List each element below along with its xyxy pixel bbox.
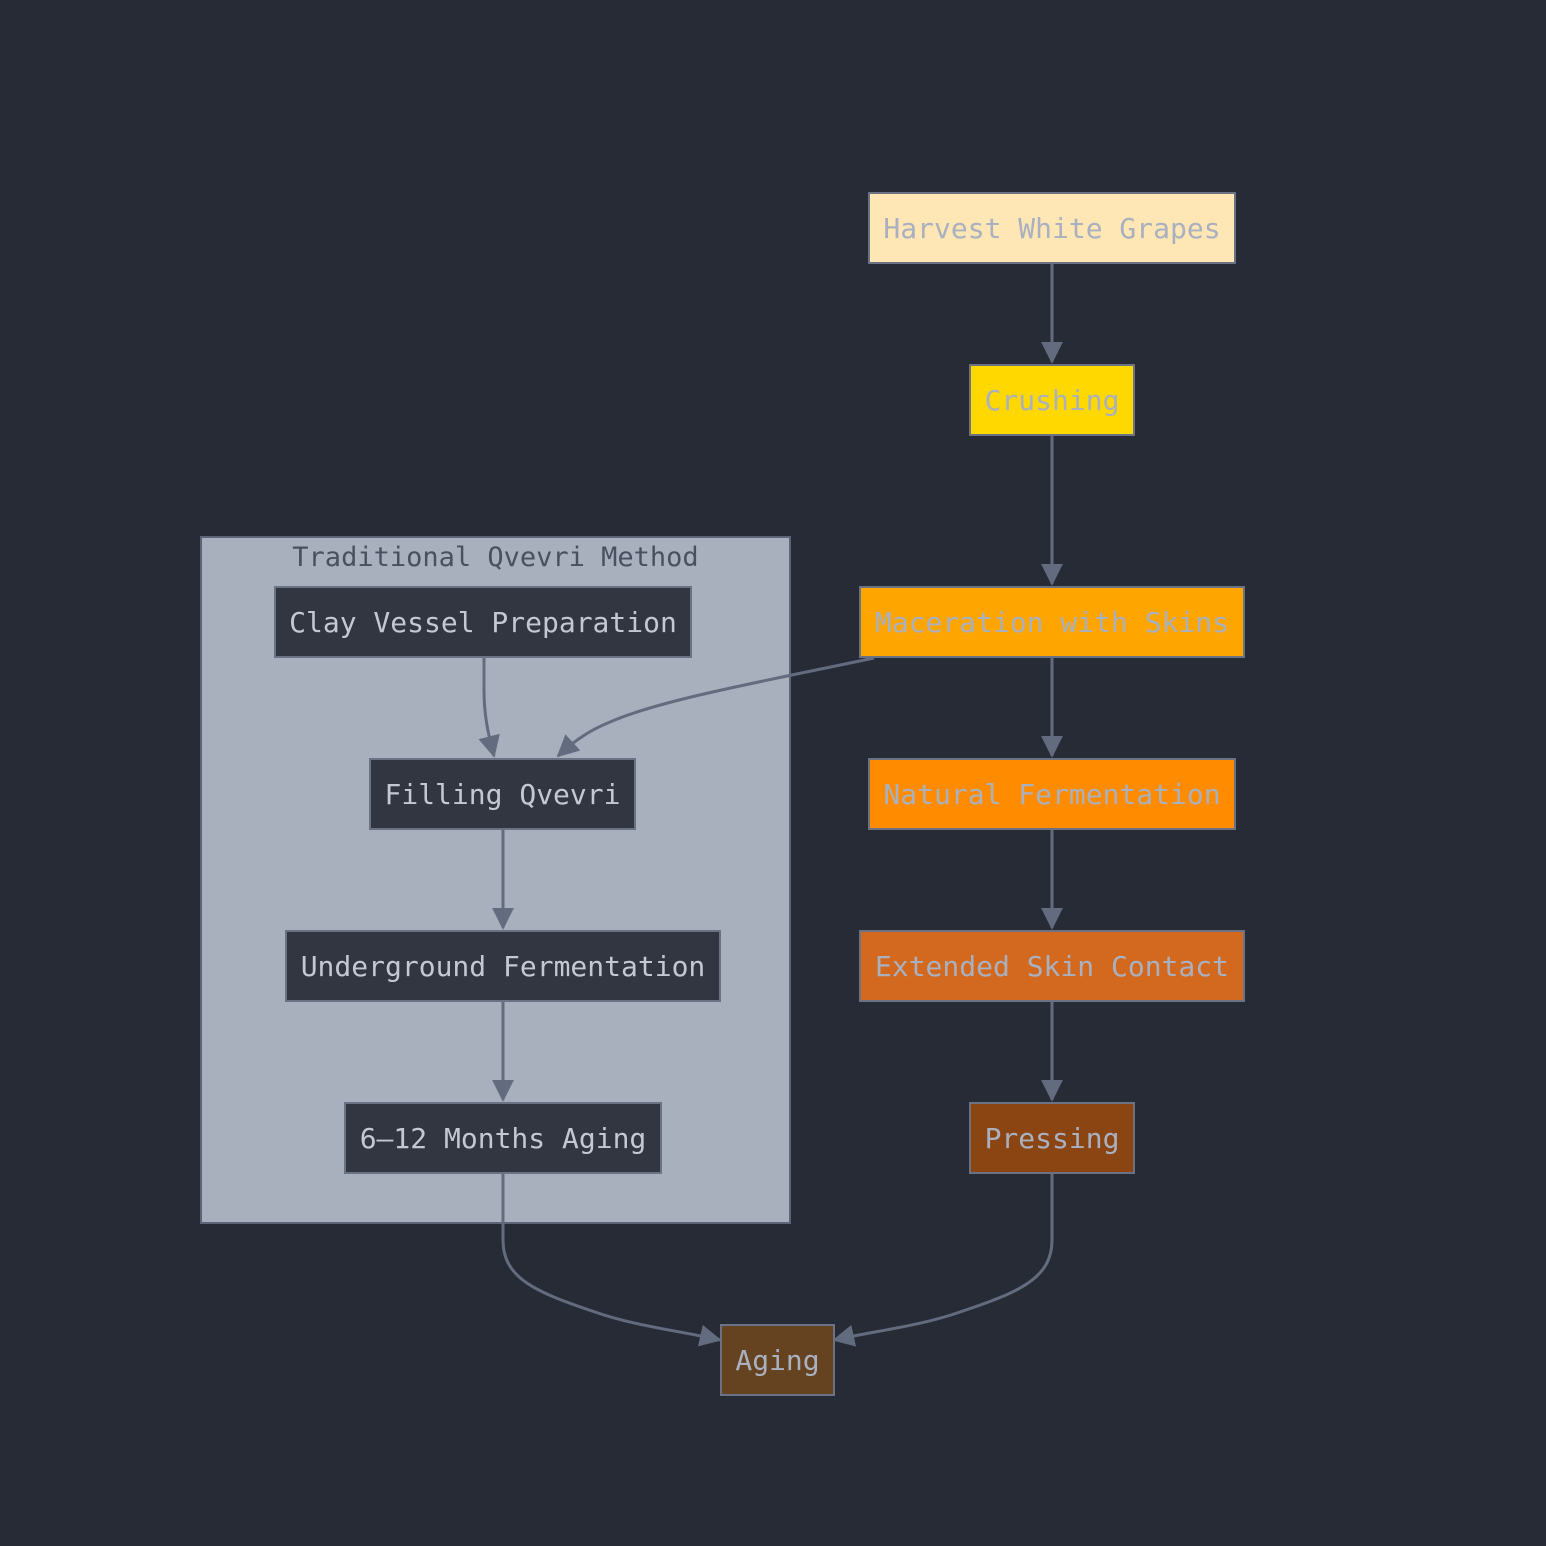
node-underground-fermentation[interactable]: Underground Fermentation: [285, 930, 721, 1002]
edge-months-aging-to-aging: [501, 1174, 722, 1347]
node-label: Pressing: [984, 1121, 1120, 1155]
node-label: Clay Vessel Preparation: [289, 605, 677, 639]
edge-maceration-to-filling-qvevri: [556, 656, 875, 758]
edge-pressing-to-aging: [832, 1174, 1054, 1347]
node-extended-skin-contact[interactable]: Extended Skin Contact: [859, 930, 1245, 1002]
node-aging[interactable]: Aging: [720, 1324, 835, 1396]
node-6-12-months-aging[interactable]: 6–12 Months Aging: [344, 1102, 662, 1174]
node-clay-vessel-preparation[interactable]: Clay Vessel Preparation: [274, 586, 692, 658]
node-label: Underground Fermentation: [300, 949, 706, 983]
node-label: Filling Qvevri: [384, 777, 621, 811]
node-label: Aging: [735, 1343, 820, 1377]
node-pressing[interactable]: Pressing: [969, 1102, 1135, 1174]
node-maceration-with-skins[interactable]: Maceration with Skins: [859, 586, 1245, 658]
node-label: Harvest White Grapes: [883, 211, 1221, 245]
node-filling-qvevri[interactable]: Filling Qvevri: [369, 758, 636, 830]
node-label: Extended Skin Contact: [874, 949, 1229, 983]
node-crushing[interactable]: Crushing: [969, 364, 1135, 436]
node-label: Maceration with Skins: [874, 605, 1229, 639]
node-harvest-white-grapes[interactable]: Harvest White Grapes: [868, 192, 1236, 264]
node-label: Natural Fermentation: [883, 777, 1221, 811]
node-natural-fermentation[interactable]: Natural Fermentation: [868, 758, 1236, 830]
cluster-title: Traditional Qvevri Method: [292, 542, 699, 573]
node-label: 6–12 Months Aging: [359, 1121, 647, 1155]
node-label: Crushing: [984, 383, 1120, 417]
edge-clay-vessel-to-filling-qvevri: [478, 658, 500, 758]
